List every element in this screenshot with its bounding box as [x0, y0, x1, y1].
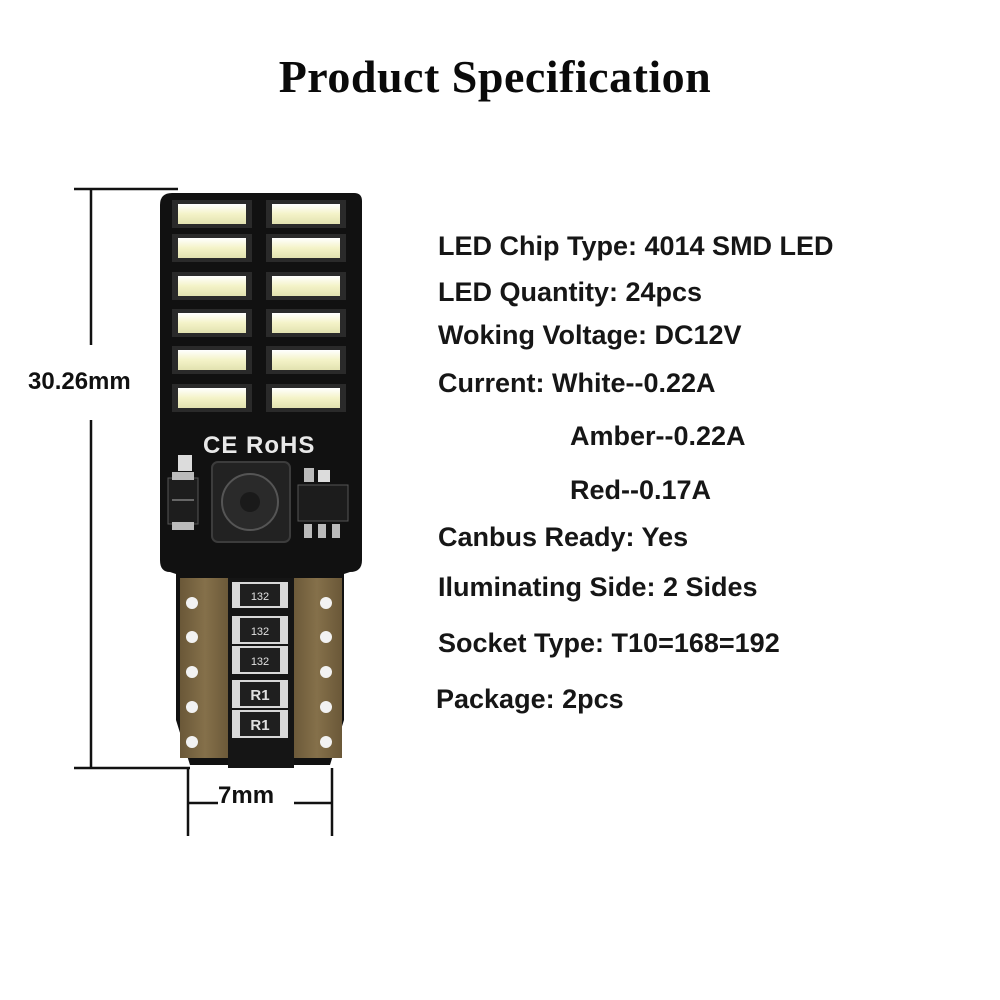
led-chip — [266, 200, 346, 228]
led-chip — [266, 346, 346, 374]
resistor-code: R1 — [250, 717, 269, 734]
rohs-marking: CE RoHS — [203, 432, 315, 459]
led-chip — [266, 272, 346, 300]
resistor-code: 132 — [251, 591, 269, 603]
contact-pad-dots — [186, 597, 332, 748]
resistor-code: 132 — [251, 626, 269, 638]
led-chip — [172, 234, 252, 262]
led-chip — [172, 309, 252, 337]
led-chip — [172, 384, 252, 412]
led-chip — [172, 200, 252, 228]
pcb-components — [167, 455, 349, 543]
spec-illuminating-side: Iluminating Side: 2 Sides — [438, 572, 758, 602]
led-chip — [172, 346, 252, 374]
spec-led-chip-type: LED Chip Type: 4014 SMD LED — [438, 231, 834, 261]
resistor-code: R1 — [250, 687, 269, 704]
spec-current-red: Red--0.17A — [570, 475, 712, 505]
led-chip — [266, 309, 346, 337]
spec-working-voltage: Woking Voltage: DC12V — [438, 320, 742, 350]
height-dimension-line — [74, 187, 190, 770]
led-chip — [172, 272, 252, 300]
led-chip-array — [172, 200, 346, 412]
resistor-stack: 132 132 132 R1 R1 — [232, 582, 288, 738]
width-dimension-line — [186, 768, 334, 836]
height-dimension-label: 30.26mm — [28, 368, 131, 396]
width-dimension-label: 7mm — [218, 782, 275, 810]
resistor-code: 132 — [251, 656, 269, 668]
spec-socket-type: Socket Type: T10=168=192 — [438, 628, 780, 658]
spec-canbus-ready: Canbus Ready: Yes — [438, 522, 689, 552]
page-title: Product Specification — [278, 51, 712, 102]
spec-current-white: Current: White--0.22A — [438, 368, 716, 398]
spec-current-amber: Amber--0.22A — [570, 421, 746, 451]
led-chip — [266, 234, 346, 262]
spec-led-quantity: LED Quantity: 24pcs — [438, 277, 703, 307]
spec-package: Package: 2pcs — [436, 684, 624, 714]
led-chip — [266, 384, 346, 412]
